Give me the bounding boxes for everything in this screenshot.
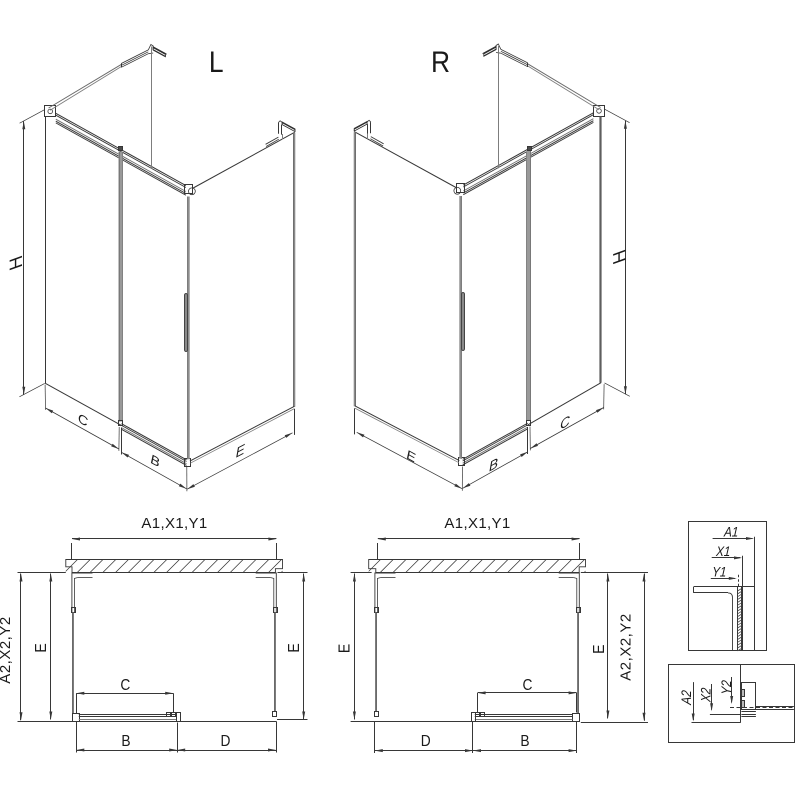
svg-text:E: E: [285, 643, 303, 652]
svg-text:C: C: [522, 676, 532, 694]
svg-text:E: E: [32, 643, 50, 652]
svg-text:C: C: [120, 676, 130, 694]
svg-text:A1,X1,Y1: A1,X1,Y1: [444, 515, 510, 532]
svg-text:L: L: [209, 44, 224, 78]
svg-text:A2,X2,Y2: A2,X2,Y2: [0, 616, 14, 683]
svg-text:Y1: Y1: [712, 563, 727, 579]
svg-text:E: E: [336, 644, 354, 653]
svg-text:A1: A1: [723, 524, 739, 540]
svg-text:B: B: [121, 732, 130, 750]
svg-text:X1: X1: [715, 543, 731, 559]
svg-text:D: D: [221, 732, 231, 750]
svg-text:A2,X2,Y2: A2,X2,Y2: [618, 613, 635, 680]
svg-text:A1,X1,Y1: A1,X1,Y1: [141, 515, 207, 532]
svg-text:B: B: [520, 732, 529, 750]
svg-text:D: D: [421, 732, 431, 750]
svg-text:E: E: [590, 645, 608, 654]
svg-text:A2: A2: [678, 690, 694, 706]
svg-text:R: R: [431, 44, 450, 78]
